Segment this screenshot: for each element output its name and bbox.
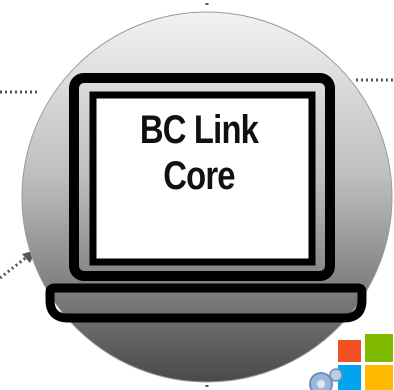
label-line-2: Core: [163, 154, 235, 198]
screen-label: BC Link Core: [115, 107, 282, 199]
windows-logo-icon: [338, 334, 393, 390]
gear-icon: [309, 368, 343, 390]
connector-bottom-left: [0, 254, 29, 280]
label-line-1: BC Link: [139, 108, 259, 152]
laptop-icon: [45, 73, 367, 323]
